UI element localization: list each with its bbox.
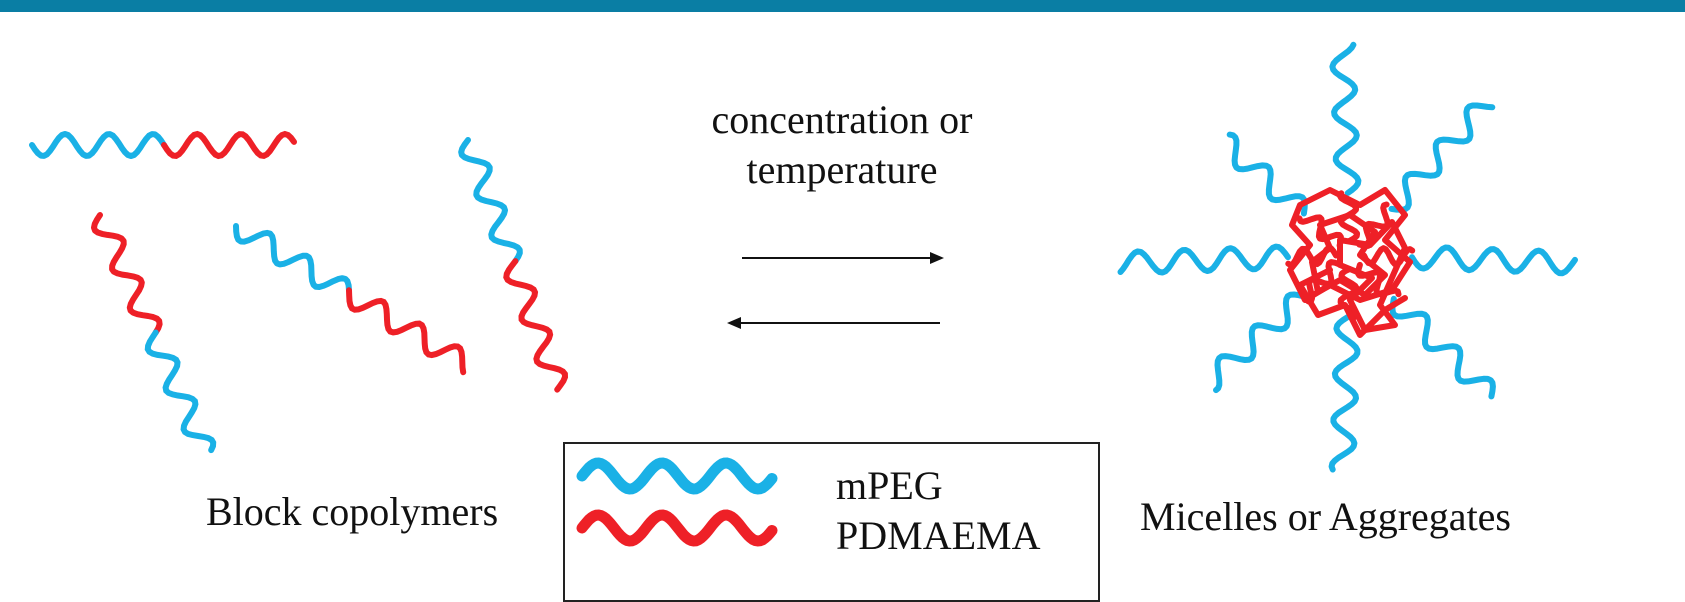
copolymer-3-segment-b (346, 287, 467, 376)
micelle-arm-4-mpeg (1409, 244, 1578, 277)
block-copolymers-caption: Block copolymers (206, 489, 499, 534)
diagram-canvas (29, 41, 1578, 473)
micelle-arm-8-mpeg (1213, 291, 1307, 394)
copolymer-3-segment-a (233, 223, 352, 294)
micelle-arm-7-mpeg (1328, 314, 1361, 473)
micelle-arm-2-mpeg (1388, 102, 1496, 213)
condition-label-line1: concentration or (711, 97, 973, 142)
micelle-arm-3-pdmaema (1296, 214, 1344, 249)
legend-mpeg-swatch (576, 457, 778, 495)
copolymer-2-segment-b (144, 329, 217, 454)
micelles-caption: Micelles or Aggregates (1140, 494, 1511, 539)
block-copolymers-group (29, 130, 569, 454)
condition-label-line2: temperature (746, 147, 938, 192)
legend-mpeg-label: mPEG (836, 463, 943, 508)
micelle-core-strand-3 (1337, 219, 1408, 333)
reverse-arrow-head (727, 317, 741, 329)
copolymer-1-segment-a (29, 131, 167, 159)
micelle-core-strand-1 (1287, 187, 1413, 303)
micelle-arm-8-pdmaema (1305, 259, 1343, 305)
micelle-arm-1-mpeg (1329, 41, 1362, 196)
copolymer-2-segment-a (91, 212, 163, 336)
micelle-group (1117, 41, 1578, 473)
copolymer-1-segment-b (161, 130, 297, 160)
micelle-core-strand-2 (1309, 212, 1388, 298)
forward-arrow-head (930, 252, 944, 264)
legend-pdmaema-label: PDMAEMA (836, 513, 1041, 558)
micelle-arm-6-mpeg (1389, 295, 1496, 400)
copolymer-4-segment-b (503, 258, 569, 393)
legend-swatches (576, 457, 778, 547)
legend-pdmaema-swatch (576, 509, 778, 547)
copolymer-4-segment-a (458, 137, 523, 265)
micelle-arm-5-mpeg (1117, 243, 1291, 276)
equilibrium-arrows (727, 252, 944, 329)
micelle-arm-3-mpeg (1226, 131, 1308, 217)
micelle-core-strand-4 (1297, 267, 1408, 338)
top-banner (0, 0, 1685, 12)
